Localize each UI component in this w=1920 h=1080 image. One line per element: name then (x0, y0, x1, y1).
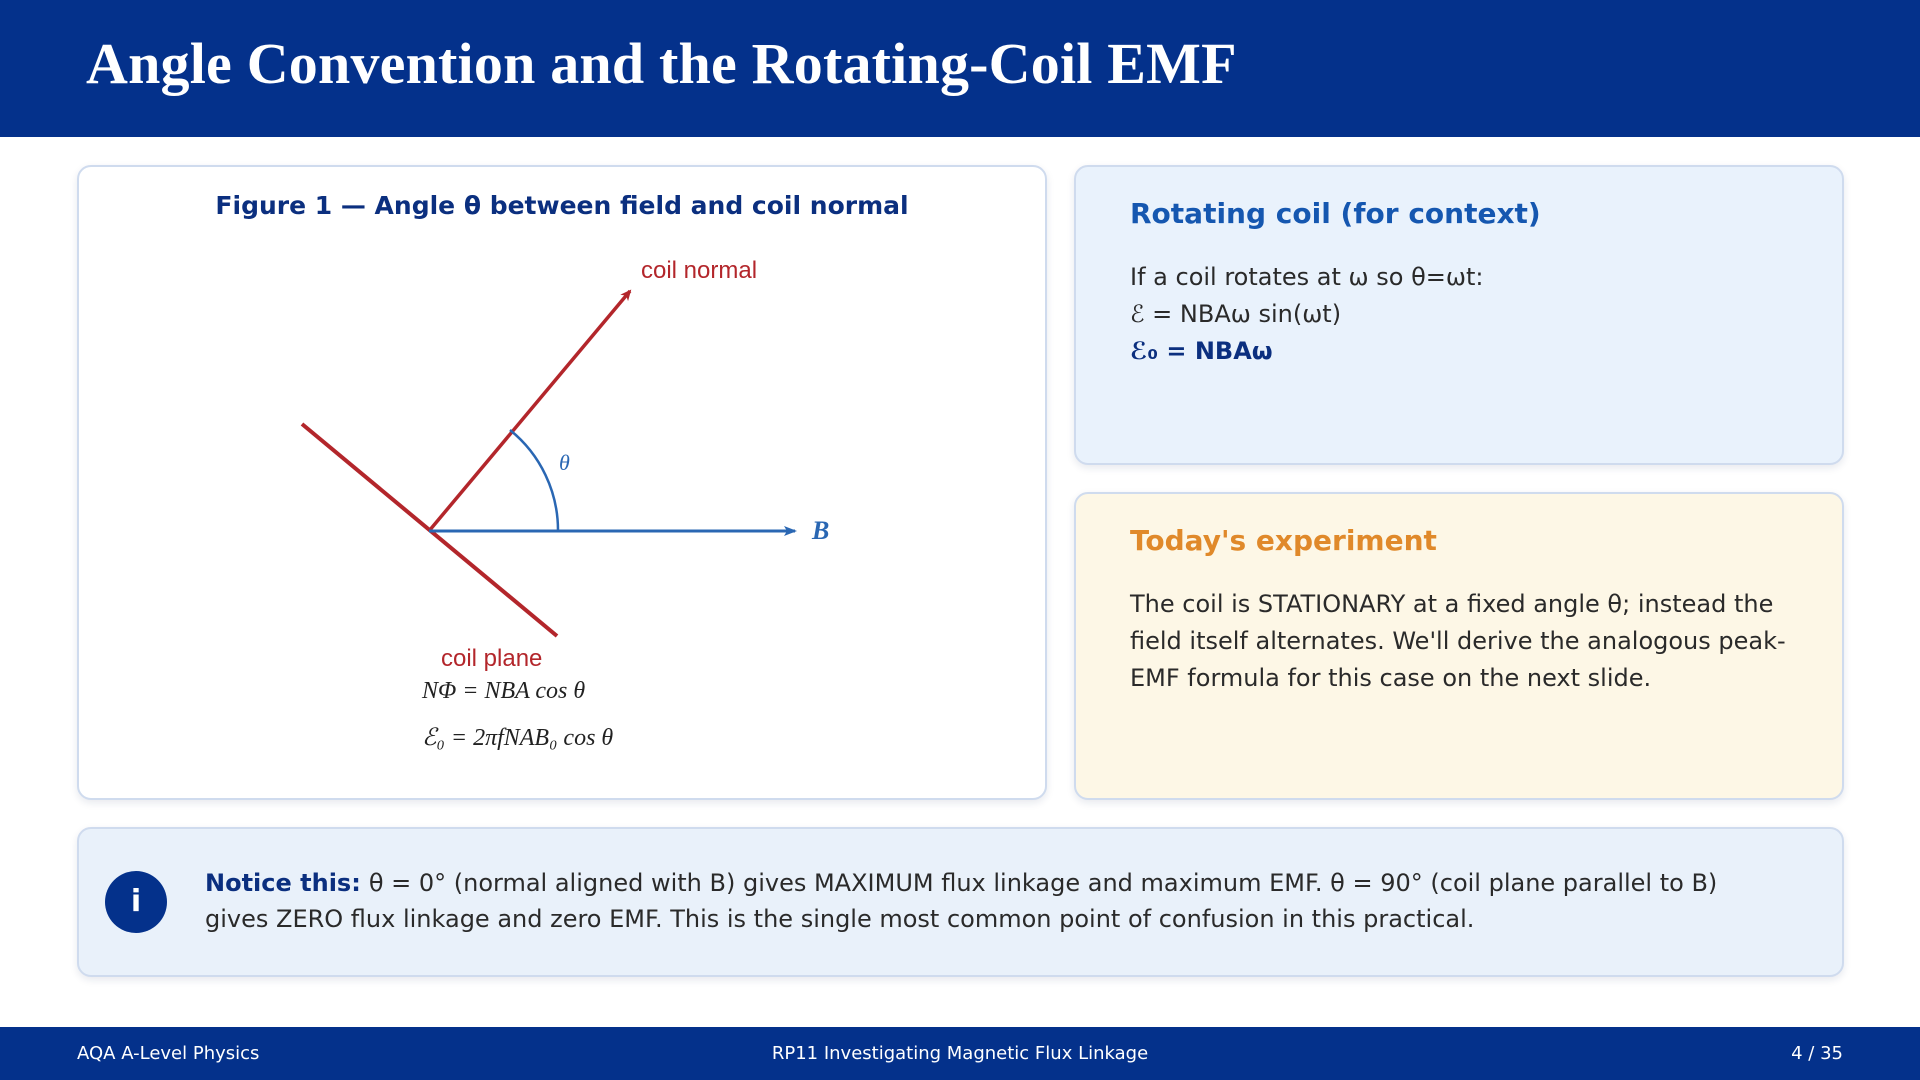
experiment-line: EMF formula for this case on the next sl… (1130, 664, 1652, 692)
rotating-coil-card: Rotating coil (for context) If a coil ro… (1074, 165, 1844, 465)
notice-body: θ = 0° (normal aligned with B) gives MAX… (205, 869, 1718, 933)
angle-diagram: coil normal coil plane θ B NΦ = NBA cos … (300, 257, 829, 751)
figure-card: Figure 1 — Angle θ between field and coi… (77, 165, 1047, 800)
rotating-coil-line: If a coil rotates at ω so θ=ωt: (1130, 263, 1484, 291)
rotating-coil-body: If a coil rotates at ω so θ=ωt: ℰ = NBAω… (1130, 259, 1802, 370)
experiment-line: field itself alternates. We'll derive th… (1130, 627, 1786, 655)
rotating-coil-heading: Rotating coil (for context) (1130, 197, 1541, 230)
coil-normal-arrow (427, 289, 632, 533)
experiment-line: The coil is STATIONARY at a fixed angle … (1130, 590, 1774, 618)
rotating-coil-emf-equation: ℰ = NBAω sin(ωt) (1130, 300, 1342, 328)
notice-label: Notice this: (205, 869, 361, 897)
slide-footer: AQA A-Level Physics RP11 Investigating M… (0, 1027, 1920, 1080)
footer-page-number: 4 / 35 (1791, 1043, 1843, 1064)
field-b-label: B (811, 516, 829, 545)
flux-linkage-equation: NΦ = NBA cos θ (421, 678, 585, 704)
rotating-coil-peak-equation: ℰ₀ = NBAω (1130, 337, 1273, 365)
theta-label: θ (559, 450, 570, 475)
figure-title: Figure 1 — Angle θ between field and coi… (215, 191, 909, 220)
notice-callout: i Notice this:θ = 0° (normal aligned wit… (77, 827, 1844, 977)
footer-course: AQA A-Level Physics (77, 1043, 260, 1064)
info-icon: i (105, 871, 167, 933)
theta-angle-arc (509, 429, 560, 532)
peak-emf-equation: ℰ₀ = 2πfNAB₀ cos θ (422, 725, 613, 751)
footer-practical-title: RP11 Investigating Magnetic Flux Linkage (771, 1043, 1149, 1064)
coil-normal-label: coil normal (641, 257, 757, 284)
slide-title: Angle Convention and the Rotating-Coil E… (86, 31, 1237, 96)
coil-plane-label: coil plane (441, 645, 542, 672)
experiment-card: Today's experiment The coil is STATIONAR… (1074, 492, 1844, 800)
notice-text: Notice this:θ = 0° (normal aligned with … (205, 865, 1762, 937)
experiment-heading: Today's experiment (1130, 524, 1437, 557)
experiment-body: The coil is STATIONARY at a fixed angle … (1130, 586, 1802, 697)
slide-header: Angle Convention and the Rotating-Coil E… (0, 0, 1920, 137)
